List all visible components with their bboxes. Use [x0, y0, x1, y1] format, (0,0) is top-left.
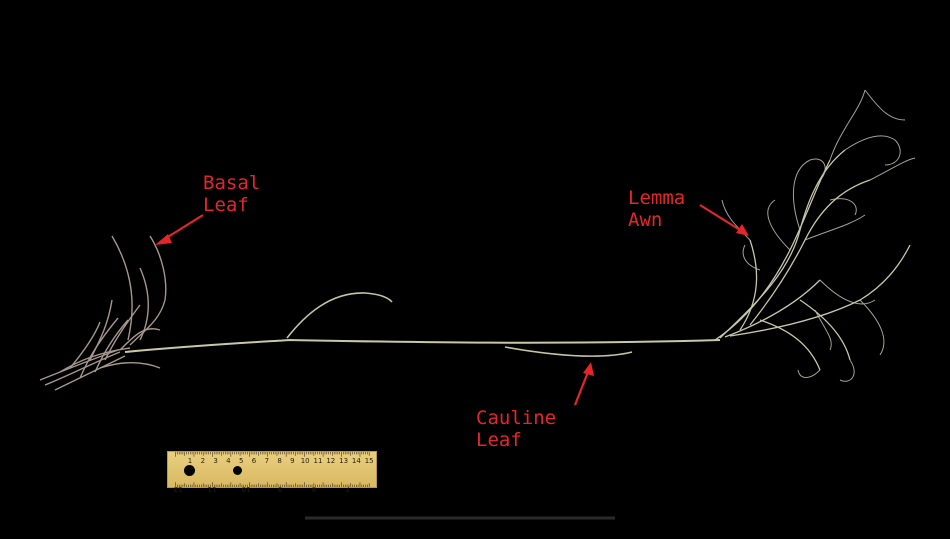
basal-arrow	[162, 214, 204, 241]
ruler-cm-number: 3	[213, 457, 218, 465]
cauline-leaf-label: Cauline Leaf	[476, 407, 556, 451]
ruler-cm-number: 14	[351, 457, 361, 465]
ruler-cm-number: 1	[187, 457, 193, 465]
ruler-cm-number: 10	[300, 457, 310, 465]
awns	[721, 89, 916, 382]
ruler-inch-number: 10	[241, 485, 251, 493]
cauline-leaf	[504, 346, 633, 357]
panicle	[714, 149, 911, 371]
ruler-inch-number: 12	[173, 485, 183, 493]
lemma-awn-label: Lemma Awn	[628, 187, 685, 231]
annotation-arrows	[155, 204, 749, 406]
ruler-cm-number: 4	[226, 457, 231, 465]
lemma-arrowhead	[736, 224, 749, 236]
cauline-arrowhead	[583, 362, 594, 376]
ruler-hole	[233, 466, 242, 475]
basal-tuft	[39, 235, 167, 391]
basal-arrowhead	[155, 234, 172, 245]
cauline-label-line2: Leaf	[476, 429, 522, 451]
ruler-cm-number: 9	[290, 457, 295, 465]
ruler-inch-number: 8	[311, 485, 317, 493]
ruler-hole	[184, 465, 195, 476]
ruler-cm-number: 2	[200, 457, 206, 465]
cauline-arrow	[573, 371, 590, 406]
ruler-cm-number: 12	[326, 457, 336, 465]
basal-label-line2: Leaf	[203, 194, 249, 216]
ruler-inch-number: 9	[277, 485, 283, 493]
lemma-label-line2: Awn	[628, 209, 663, 231]
ruler-ticks	[175, 452, 370, 487]
ruler-inch-number: 11	[207, 485, 217, 493]
ruler-cm-number: 11	[313, 457, 323, 465]
ruler-inch-number: 7	[345, 485, 351, 493]
ruler-cm-number: 13	[339, 457, 349, 465]
lemma-arrow	[699, 204, 741, 231]
ruler-cm-number: 15	[364, 457, 374, 465]
ruler-cm-number: 8	[277, 457, 282, 465]
lemma-label-line1: Lemma	[628, 187, 686, 209]
basal-leaf-label: Basal Leaf	[203, 172, 260, 216]
ruler-cm-number: 6	[251, 457, 257, 465]
ruler-cm-number: 7	[264, 457, 270, 465]
culm	[124, 338, 721, 353]
stem-leaf	[286, 292, 393, 339]
basal-label-line1: Basal	[203, 172, 261, 194]
cauline-label-line1: Cauline	[476, 407, 557, 429]
ruler-cm-number: 5	[238, 457, 244, 465]
